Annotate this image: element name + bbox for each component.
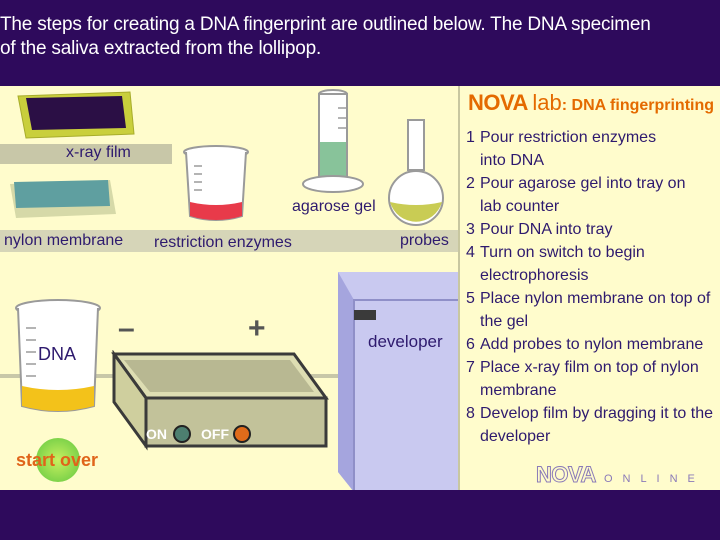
dna-label: DNA: [38, 344, 77, 364]
step-number: 3: [466, 221, 475, 238]
start-over-glow: [36, 438, 80, 482]
step-number: 4: [466, 244, 475, 261]
step-text: Pour agarose gel into tray on lab counte…: [480, 175, 686, 215]
step-text: Develop film by dragging it to the devel…: [480, 405, 714, 445]
off-label: OFF: [201, 426, 229, 442]
plus-terminal: +: [248, 312, 266, 345]
nova-online-nova: NOVA: [536, 462, 597, 488]
instruction-line-1: The steps for creating a DNA fingerprint…: [0, 14, 651, 35]
step-number: 1: [466, 129, 475, 146]
step-number: 6: [466, 336, 475, 353]
title-subtitle: : DNA fingerprinting: [561, 97, 715, 114]
instruction-line-2: of the saliva extracted from the lollipo…: [0, 38, 322, 59]
probes-flask[interactable]: [386, 118, 446, 230]
agarose-gel-label: agarose gel: [292, 198, 376, 215]
probes-label: probes: [400, 232, 449, 249]
xray-film[interactable]: [14, 88, 154, 142]
electrophoresis-tray[interactable]: [110, 350, 330, 454]
step-text: Place nylon membrane on top of the gel: [480, 290, 711, 330]
step-text: Add probes to nylon membrane: [480, 336, 704, 353]
agarose-gel-cylinder[interactable]: [300, 88, 366, 194]
xray-shelf: [0, 144, 172, 164]
restriction-enzymes-beaker[interactable]: [180, 144, 254, 228]
title-lab: lab: [532, 90, 562, 115]
upper-shelf: [0, 230, 458, 252]
developer-machine[interactable]: [336, 262, 458, 490]
off-switch[interactable]: [233, 425, 251, 443]
step-text: Place x-ray film on top of nylon membran…: [480, 359, 699, 399]
instruction-header: The steps for creating a DNA fingerprint…: [0, 0, 720, 86]
step-text: Turn on switch to begin electrophoresis: [480, 244, 645, 284]
panel-title: NOVA lab: DNA fingerprinting: [468, 90, 714, 116]
step-text: Pour DNA into tray: [480, 221, 613, 238]
step-item: 3 Pour DNA into tray: [466, 218, 720, 241]
dna-beaker[interactable]: [12, 298, 108, 420]
step-number: 7: [466, 359, 475, 376]
title-nova: NOVA: [468, 90, 528, 115]
footer-bar: [0, 490, 720, 540]
step-item: 5 Place nylon membrane on top of the gel: [466, 287, 720, 333]
nova-online-logo[interactable]: NOVA ONLINE: [536, 462, 705, 488]
lab-scene: x-ray film nylon membrane restriction en…: [0, 86, 458, 490]
step-text: Pour restriction enzymes into DNA: [480, 129, 657, 169]
minus-terminal: –: [118, 312, 135, 345]
nylon-membrane-label: nylon membrane: [4, 232, 124, 249]
restriction-enzymes-label: restriction enzymes: [154, 234, 292, 251]
step-item: 1 Pour restriction enzymes into DNA: [466, 126, 720, 172]
on-switch[interactable]: [173, 425, 191, 443]
xray-film-label: x-ray film: [66, 144, 131, 161]
step-item: 2 Pour agarose gel into tray on lab count…: [466, 172, 720, 218]
step-number: 8: [466, 405, 475, 422]
step-number: 5: [466, 290, 475, 307]
step-number: 2: [466, 175, 475, 192]
instructions-panel: NOVA lab: DNA fingerprinting 1 Pour restr…: [458, 86, 720, 490]
developer-label: developer: [368, 332, 443, 351]
step-item: 7 Place x-ray film on top of nylon membra…: [466, 356, 720, 402]
on-label: ON: [146, 426, 167, 442]
start-over-button[interactable]: start over: [14, 438, 114, 482]
nylon-membrane[interactable]: [10, 178, 120, 226]
nova-online-online: ONLINE: [603, 473, 705, 485]
step-item: 6 Add probes to nylon membrane: [466, 333, 720, 356]
step-item: 4 Turn on switch to begin electrophoresis: [466, 241, 720, 287]
start-over-label: start over: [16, 450, 99, 470]
step-item: 8 Develop film by dragging it to the deve…: [466, 402, 720, 448]
